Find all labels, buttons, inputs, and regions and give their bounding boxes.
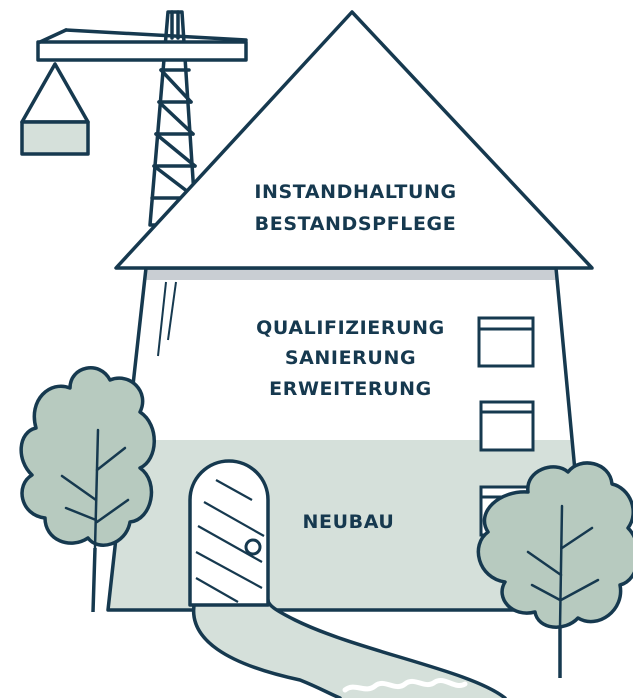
path — [191, 598, 507, 698]
label-qualifizierung: QUALIFIZIERUNG — [256, 317, 445, 339]
label-instandhaltung: INSTANDHALTUNG — [254, 181, 457, 203]
crane — [20, 10, 248, 227]
label-neubau: NEUBAU — [302, 511, 395, 533]
tree-right — [476, 461, 633, 678]
label-bestandspflege: BESTANDSPFLEGE — [254, 213, 457, 235]
door-knob — [244, 538, 262, 556]
tree-left — [19, 366, 156, 613]
window — [479, 400, 535, 452]
label-sanierung: SANIERUNG — [284, 347, 417, 369]
window — [477, 316, 535, 368]
door — [188, 459, 270, 607]
roof — [114, 10, 594, 270]
label-erweiterung: ERWEITERUNG — [269, 378, 432, 400]
